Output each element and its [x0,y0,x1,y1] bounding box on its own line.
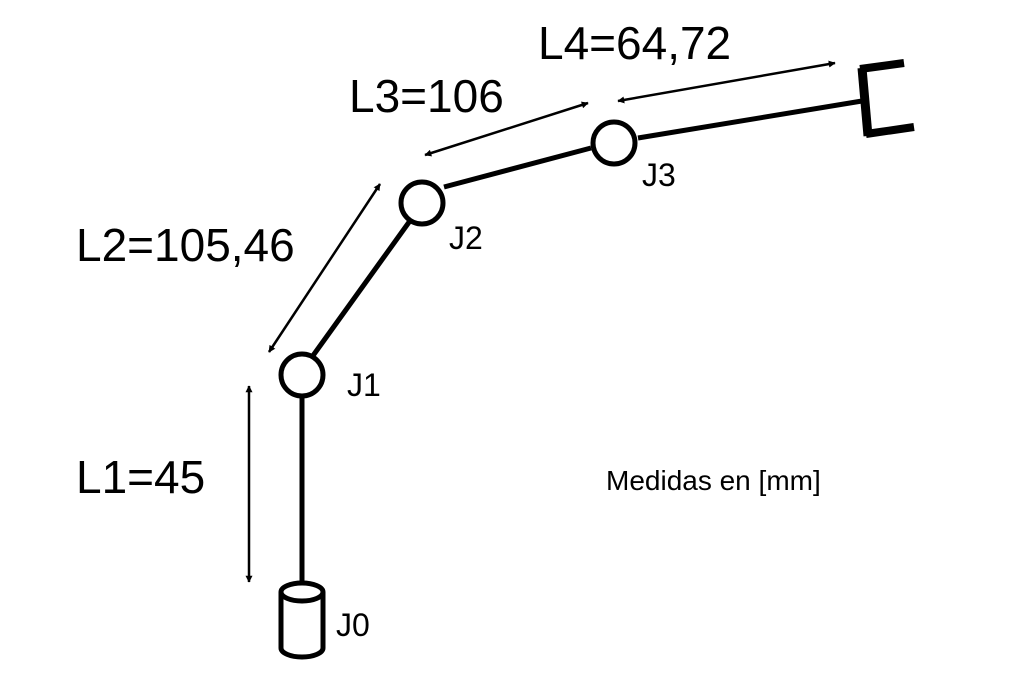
dimension-arrow-l2 [267,183,382,353]
link-l2-segment [309,216,415,359]
link-l4-label: L4=64,72 [538,17,731,69]
gripper-icon [857,59,915,138]
joint-j0-label: J0 [336,607,370,643]
link-l2-label: L2=105,46 [76,219,295,271]
joint-j3-circle [590,119,638,167]
joint-j1-label: J1 [347,367,381,403]
dimension-arrow-l3 [424,101,589,157]
link-l4-segment [637,98,863,141]
joint-j2-label: J2 [449,220,483,256]
base-cylinder-icon [278,580,326,660]
joint-j3-label: J3 [642,157,676,193]
dimension-arrow-l4 [617,60,836,104]
link-l3-label: L3=106 [349,70,504,122]
link-l3-segment [443,145,592,190]
joint-j1-circle [278,351,326,399]
units-note: Medidas en [mm] [606,465,821,496]
link-l1-label: L1=45 [76,451,205,503]
joint-j2-circle [398,179,446,227]
